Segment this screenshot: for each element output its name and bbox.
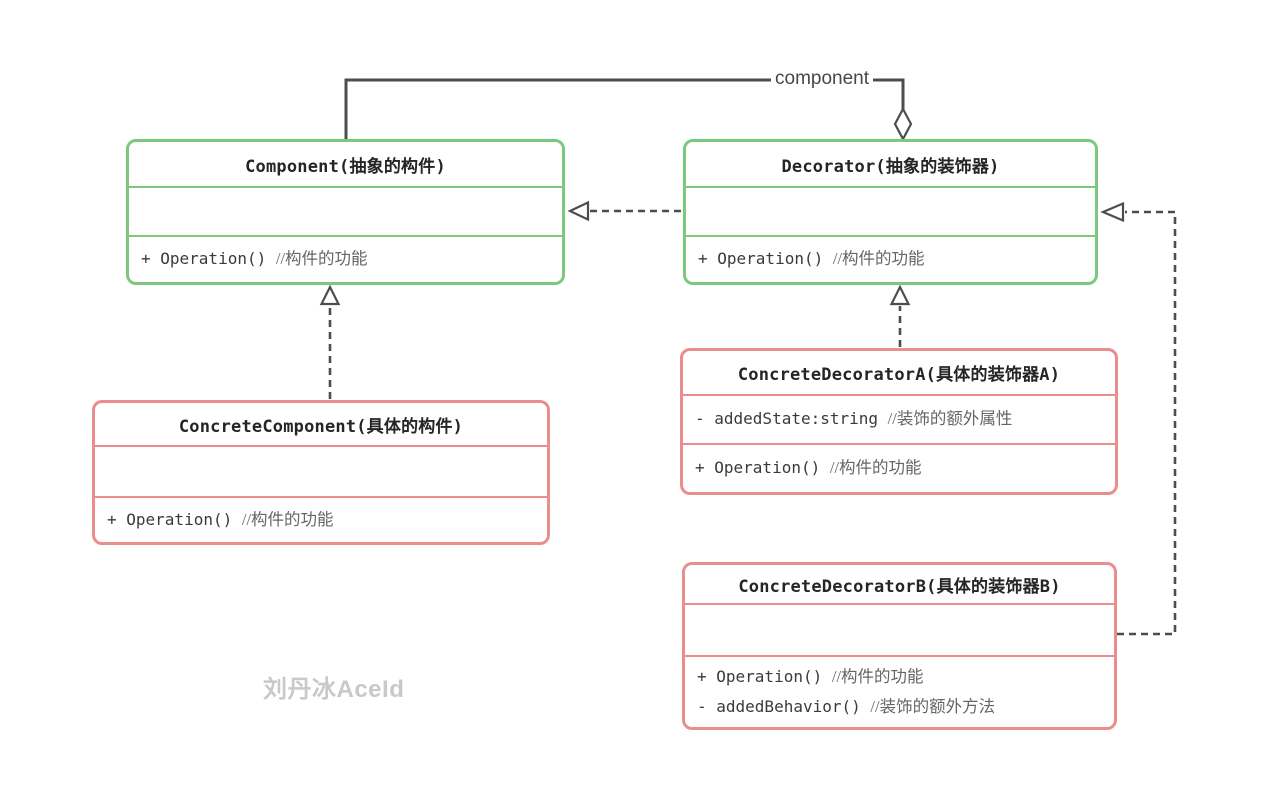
member-comment: //装饰的额外方法 <box>870 697 996 716</box>
aggregation-diamond-icon <box>893 106 913 142</box>
class-title: ConcreteComponent(具体的构件) <box>178 416 464 437</box>
member-code: + Operation() <box>695 458 821 478</box>
member-comment: //构件的功能 <box>829 458 922 478</box>
class-member: + Operation() //构件的功能 <box>697 666 1114 686</box>
class-title: ConcreteDecoratorA(具体的装饰器A) <box>737 365 1061 385</box>
class-box-component: Component(抽象的构件) + Operation() //构件的功能 <box>126 139 565 285</box>
member-code: + Operation() <box>697 666 823 686</box>
class-attributes-section <box>95 445 547 496</box>
class-member: + Operation() //构件的功能 <box>695 459 1115 477</box>
class-attributes-section: - addedState:string //装饰的额外属性 <box>683 394 1115 443</box>
class-title: ConcreteDecoratorB(具体的装饰器B) <box>738 576 1061 597</box>
concretecomponent-to-component-arrowhead-icon <box>319 284 341 306</box>
class-box-concrete-decorator-b: ConcreteDecoratorB(具体的装饰器B) + Operation(… <box>682 562 1117 730</box>
concretedecoratora-to-decorator-arrowhead-icon <box>889 284 911 306</box>
class-attributes-section <box>129 186 562 235</box>
class-box-concrete-decorator-a: ConcreteDecoratorA(具体的装饰器A) - addedState… <box>680 348 1118 495</box>
concretedecoratorb-to-decorator-dashed-line <box>1117 210 1177 636</box>
class-box-concrete-component: ConcreteComponent(具体的构件) + Operation() /… <box>92 400 550 545</box>
class-member: + Operation() //构件的功能 <box>698 250 1095 268</box>
member-comment: //装饰的额外属性 <box>887 409 1013 429</box>
class-attributes-section <box>686 186 1095 235</box>
watermark: 刘丹冰AceId <box>263 676 405 703</box>
member-code: + Operation() <box>107 509 233 529</box>
member-code: - addedState:string <box>695 409 879 429</box>
class-attributes-section <box>685 603 1114 655</box>
member-code: - addedBehavior() <box>697 697 861 716</box>
class-title: Decorator(抽象的装饰器) <box>781 156 1000 177</box>
class-title: Component(抽象的构件) <box>245 156 446 177</box>
member-comment: //构件的功能 <box>832 249 925 269</box>
member-comment: //构件的功能 <box>241 509 334 529</box>
class-methods-section: + Operation() //构件的功能 - addedBehavior() … <box>685 655 1114 727</box>
class-member: + Operation() //构件的功能 <box>141 250 562 268</box>
decorator-to-component-arrowhead-icon <box>567 200 590 222</box>
class-methods-section: + Operation() //构件的功能 <box>683 443 1115 492</box>
class-member: - addedBehavior() //装饰的额外方法 <box>697 697 1114 716</box>
member-comment: //构件的功能 <box>275 249 368 269</box>
member-code: + Operation() <box>698 249 824 269</box>
concretedecoratorb-to-decorator-arrowhead-icon <box>1100 201 1125 223</box>
member-code: + Operation() <box>141 249 267 269</box>
class-methods-section: + Operation() //构件的功能 <box>129 235 562 282</box>
aggregation-edge-label: component <box>771 68 874 90</box>
class-member: + Operation() //构件的功能 <box>107 509 547 529</box>
class-member: - addedState:string //装饰的额外属性 <box>695 410 1115 428</box>
class-box-decorator: Decorator(抽象的装饰器) + Operation() //构件的功能 <box>683 139 1098 285</box>
class-methods-section: + Operation() //构件的功能 <box>686 235 1095 282</box>
member-comment: //构件的功能 <box>831 666 924 686</box>
class-methods-section: + Operation() //构件的功能 <box>95 496 547 542</box>
aggregation-connector-line <box>344 78 905 139</box>
